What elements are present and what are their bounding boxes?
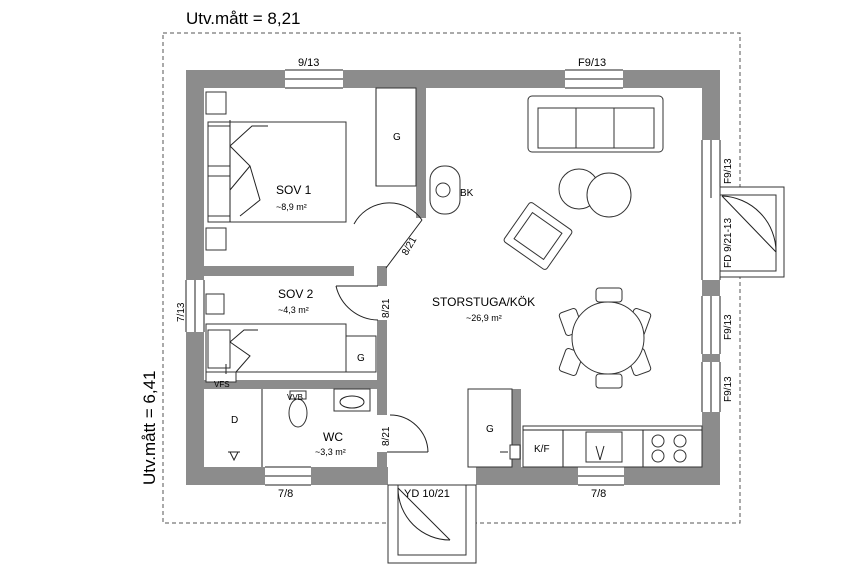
wardrobe-sov2-label: G: [357, 353, 365, 364]
water-heater-label: VVB: [287, 393, 303, 402]
wash-basin: [333, 388, 371, 412]
vfs-unit: [205, 364, 237, 383]
toilet: [288, 390, 308, 428]
wardrobe-sov2: [345, 335, 377, 373]
wardrobe-sov1: [375, 87, 417, 187]
front-door: [387, 484, 477, 564]
room-area-sov2: ~4,3 m²: [278, 305, 309, 315]
coffee-tables: [558, 168, 632, 218]
window-label-right-mid: F9/13: [723, 314, 734, 340]
fridge-label: K/F: [534, 444, 550, 455]
height-dimension-label: Utv.mått = 6,41: [140, 371, 159, 485]
double-bed: [205, 91, 347, 251]
window-label-top-right: F9/13: [578, 57, 606, 69]
washer-area: [228, 389, 263, 467]
front-door-label: YD 10/21: [404, 488, 450, 500]
room-name-storstuga: STORSTUGA/KÖK: [432, 295, 535, 309]
terrace-door: [719, 186, 785, 278]
armchair: [503, 202, 573, 270]
door-sov2-label: 8/21: [381, 298, 392, 318]
door-wc-label: 8/21: [381, 426, 392, 446]
window-label-right-lower: F9/13: [723, 376, 734, 402]
window-label-left: 7/13: [176, 302, 187, 322]
door-sov1-label: 8/21: [400, 235, 419, 258]
door-wc: [387, 414, 429, 453]
stove-label: BK: [460, 188, 474, 199]
door-sov1: [353, 202, 423, 269]
room-name-wc: WC: [323, 430, 343, 444]
door-sov2: [335, 285, 379, 321]
room-area-storstuga: ~26,9 m²: [466, 313, 502, 323]
wardrobe-sov1-label: G: [393, 132, 401, 143]
wardrobe-hall: [467, 388, 521, 468]
window-label-right-upper: F9/13: [723, 158, 734, 184]
outer-dimension-frame: [162, 32, 741, 524]
wardrobe-hall-label: G: [486, 424, 494, 435]
window-openings: [185, 69, 721, 486]
single-bed: [205, 293, 347, 373]
vfs-label: VFS: [214, 380, 230, 389]
width-dimension-label: Utv.mått = 8,21: [186, 9, 300, 28]
interior-walls: [204, 88, 521, 467]
window-label-bottom-right: 7/8: [591, 488, 606, 500]
kitchen-counter: [522, 425, 703, 468]
room-area-sov1: ~8,9 m²: [276, 202, 307, 212]
room-area-wc: ~3,3 m²: [315, 447, 346, 457]
dining-table: [558, 287, 652, 389]
wood-stove: [429, 165, 461, 215]
room-name-sov2: SOV 2: [278, 287, 314, 301]
terrace-door-label: FD 9/21-13: [723, 218, 734, 268]
window-label-top-left: 9/13: [298, 57, 319, 69]
room-name-sov1: SOV 1: [276, 183, 312, 197]
sofa: [527, 95, 664, 153]
window-label-bottom-left: 7/8: [278, 488, 293, 500]
washer-label: D: [231, 415, 238, 426]
